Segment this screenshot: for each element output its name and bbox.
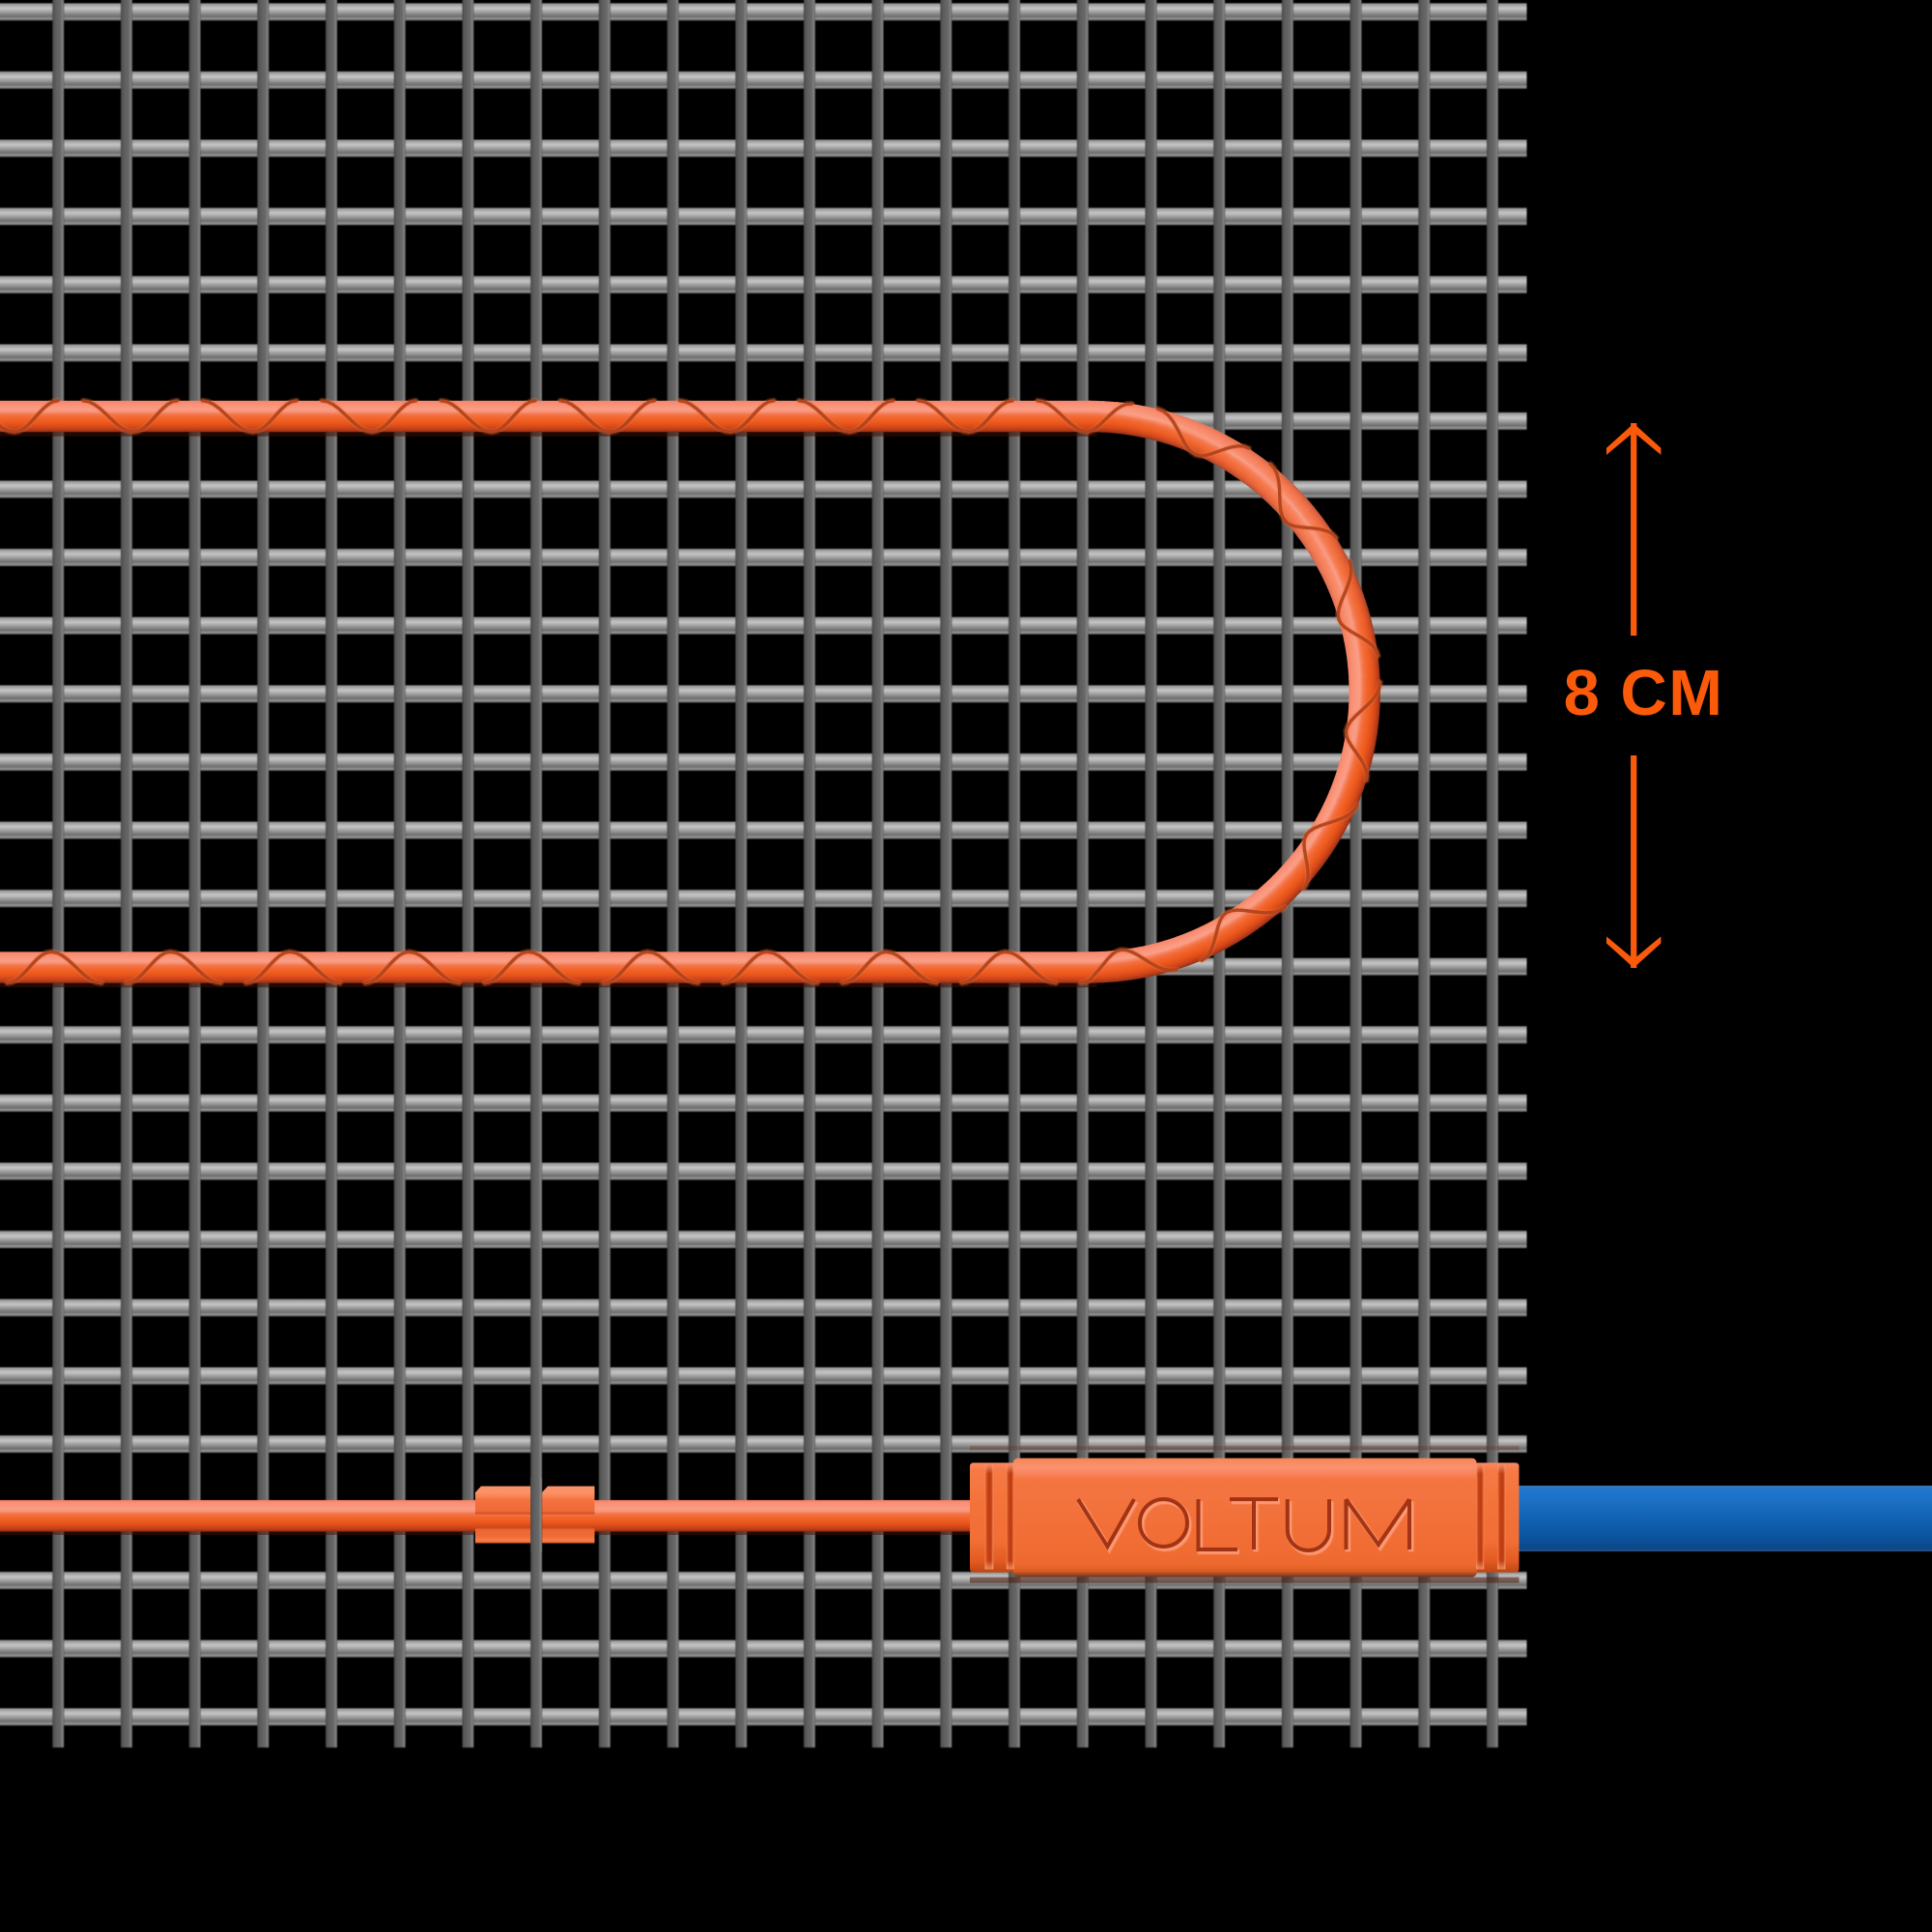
svg-text:8 CM: 8 CM	[1564, 657, 1724, 729]
